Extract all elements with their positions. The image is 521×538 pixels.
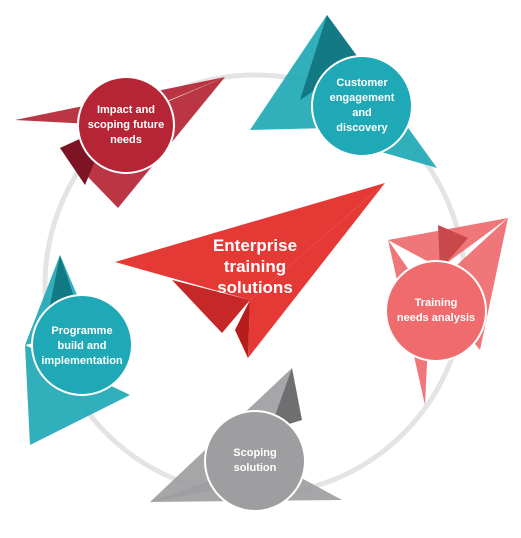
programme-node bbox=[31, 294, 133, 396]
training-needs-node bbox=[385, 260, 487, 362]
center-plane bbox=[115, 183, 385, 358]
scoping-node bbox=[204, 410, 306, 512]
impact-node bbox=[77, 76, 175, 174]
customer-node bbox=[311, 55, 413, 157]
